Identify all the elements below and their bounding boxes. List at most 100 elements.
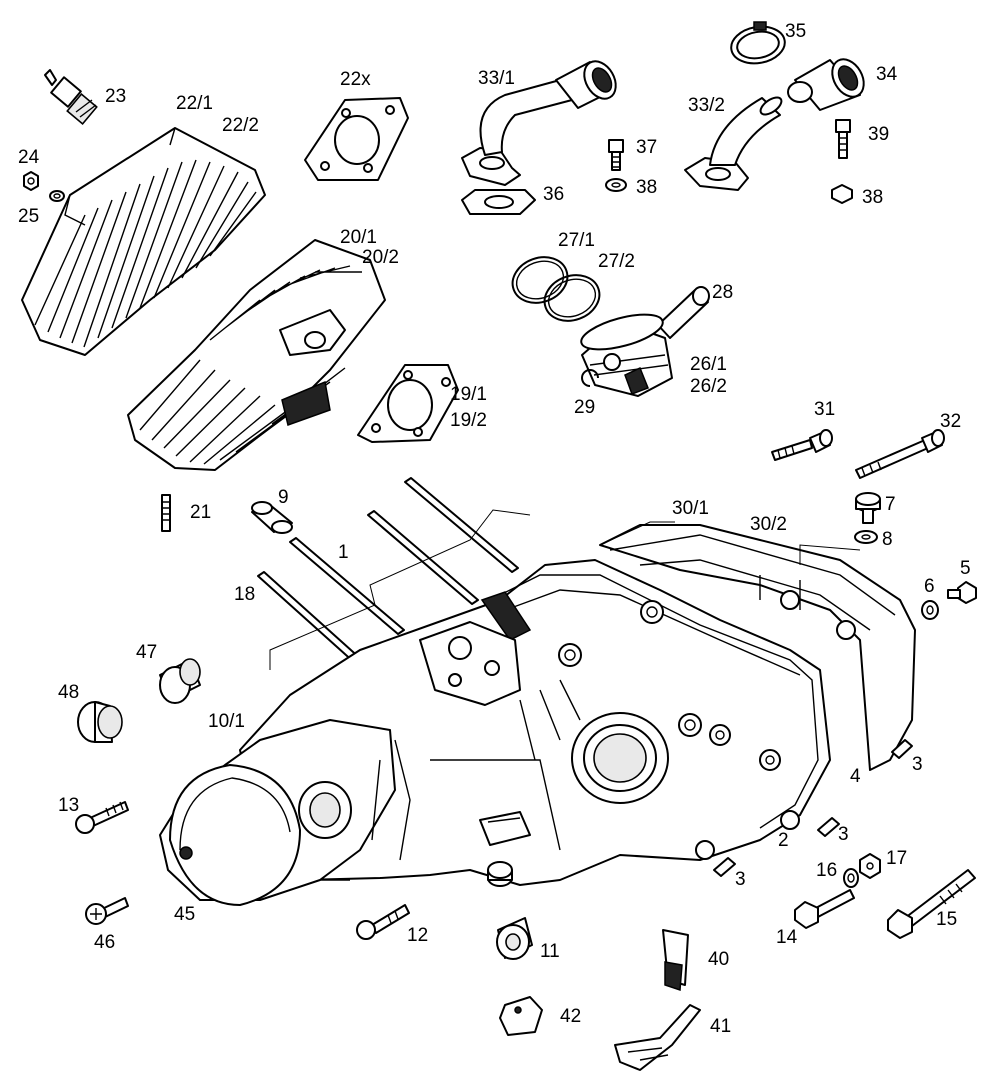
label-33-2: 33/2 xyxy=(688,95,725,116)
rubber-bush-11 xyxy=(496,917,533,960)
washer-8 xyxy=(854,530,878,544)
label-3c: 3 xyxy=(735,869,746,890)
bolt-14 xyxy=(794,889,855,929)
label-9: 9 xyxy=(278,487,289,508)
label-47: 47 xyxy=(136,642,157,663)
piston-rings xyxy=(511,256,601,322)
label-40: 40 xyxy=(708,949,729,970)
label-20-1: 20/1 xyxy=(340,227,377,248)
screw-39 xyxy=(835,119,851,159)
label-6: 6 xyxy=(924,576,935,597)
label-35: 35 xyxy=(785,21,806,42)
label-10-1: 10/1 xyxy=(208,711,245,732)
washer-25 xyxy=(49,190,65,202)
cylinder xyxy=(127,239,386,471)
bushing-9 xyxy=(251,501,293,534)
bolt-32 xyxy=(855,429,945,479)
screw-12 xyxy=(356,904,410,940)
label-1: 1 xyxy=(338,542,349,563)
label-26-1: 26/1 xyxy=(690,354,727,375)
label-23: 23 xyxy=(105,86,126,107)
label-39: 39 xyxy=(868,124,889,145)
label-22-1: 22/1 xyxy=(176,93,213,114)
label-26-2: 26/2 xyxy=(690,376,727,397)
label-31: 31 xyxy=(814,399,835,420)
label-7: 7 xyxy=(885,494,896,515)
bushing-47 xyxy=(159,658,201,704)
bolt-7 xyxy=(855,492,881,524)
intake-manifold-33-2 xyxy=(684,96,783,191)
intake-manifold-33-1 xyxy=(461,60,617,186)
label-34: 34 xyxy=(876,64,898,85)
bushing-48 xyxy=(77,701,123,743)
intake-gasket-36 xyxy=(461,189,536,215)
washer-38-left xyxy=(605,178,627,192)
rubber-connector-34 xyxy=(787,58,865,111)
fan-cover xyxy=(159,719,411,906)
label-42: 42 xyxy=(560,1006,581,1027)
spring-clip-41 xyxy=(614,1004,701,1071)
label-37: 37 xyxy=(636,137,657,158)
dowel-pin-3-a xyxy=(891,739,913,759)
label-2: 2 xyxy=(778,830,789,851)
label-36: 36 xyxy=(543,184,564,205)
label-8: 8 xyxy=(882,529,893,550)
base-gasket-19 xyxy=(357,364,459,443)
label-48: 48 xyxy=(58,682,79,703)
spark-plug xyxy=(44,69,98,125)
bracket-40 xyxy=(662,929,689,992)
label-45: 45 xyxy=(174,904,195,925)
dowel-pin-3-b xyxy=(817,817,840,837)
label-3a: 3 xyxy=(912,754,923,775)
cylinder-head xyxy=(21,127,266,356)
piston-pin-28 xyxy=(657,286,710,339)
label-29: 29 xyxy=(574,397,595,418)
nut-38-right xyxy=(831,184,853,204)
label-18: 18 xyxy=(234,584,255,605)
label-13: 13 xyxy=(58,795,79,816)
holder-42 xyxy=(499,996,543,1036)
nut-24 xyxy=(23,171,39,191)
label-24: 24 xyxy=(18,147,40,168)
label-3b: 3 xyxy=(838,824,849,845)
label-19-2: 19/2 xyxy=(450,410,487,431)
label-17: 17 xyxy=(886,848,907,869)
screw-13 xyxy=(75,801,129,834)
label-27-1: 27/1 xyxy=(558,230,595,251)
label-38a: 38 xyxy=(636,177,657,198)
label-14: 14 xyxy=(776,927,798,948)
bolt-31 xyxy=(771,429,833,461)
label-12: 12 xyxy=(407,925,428,946)
label-19-1: 19/1 xyxy=(450,384,487,405)
label-16: 16 xyxy=(816,860,837,881)
crankcase-right-half xyxy=(599,524,916,771)
part-labels: 1 2 3 3 3 4 5 6 7 8 9 10/1 11 12 13 14 1… xyxy=(18,21,971,1037)
label-11: 11 xyxy=(540,941,560,962)
bolt-15 xyxy=(887,869,976,939)
piston-26 xyxy=(580,313,673,397)
dowel-pin-3-c xyxy=(713,857,736,877)
label-20-2: 20/2 xyxy=(362,247,399,268)
screw-37 xyxy=(608,139,624,171)
label-4: 4 xyxy=(850,766,861,787)
label-38b: 38 xyxy=(862,187,883,208)
label-46: 46 xyxy=(94,932,115,953)
label-41: 41 xyxy=(710,1016,731,1037)
label-30-1: 30/1 xyxy=(672,498,709,519)
head-gasket-22x xyxy=(304,97,409,181)
hose-clamp-35 xyxy=(730,21,786,65)
plug-5 xyxy=(947,581,977,604)
circlip-29 xyxy=(581,369,599,387)
nut-17 xyxy=(859,853,881,879)
screw-46 xyxy=(85,897,129,925)
label-22x: 22x xyxy=(340,69,371,90)
label-32: 32 xyxy=(940,411,961,432)
stud-rods xyxy=(257,477,519,665)
label-5: 5 xyxy=(960,558,971,579)
stud-21 xyxy=(161,494,171,532)
washer-6 xyxy=(921,600,939,620)
label-30-2: 30/2 xyxy=(750,514,787,535)
label-22-2: 22/2 xyxy=(222,115,259,136)
label-28: 28 xyxy=(712,282,733,303)
